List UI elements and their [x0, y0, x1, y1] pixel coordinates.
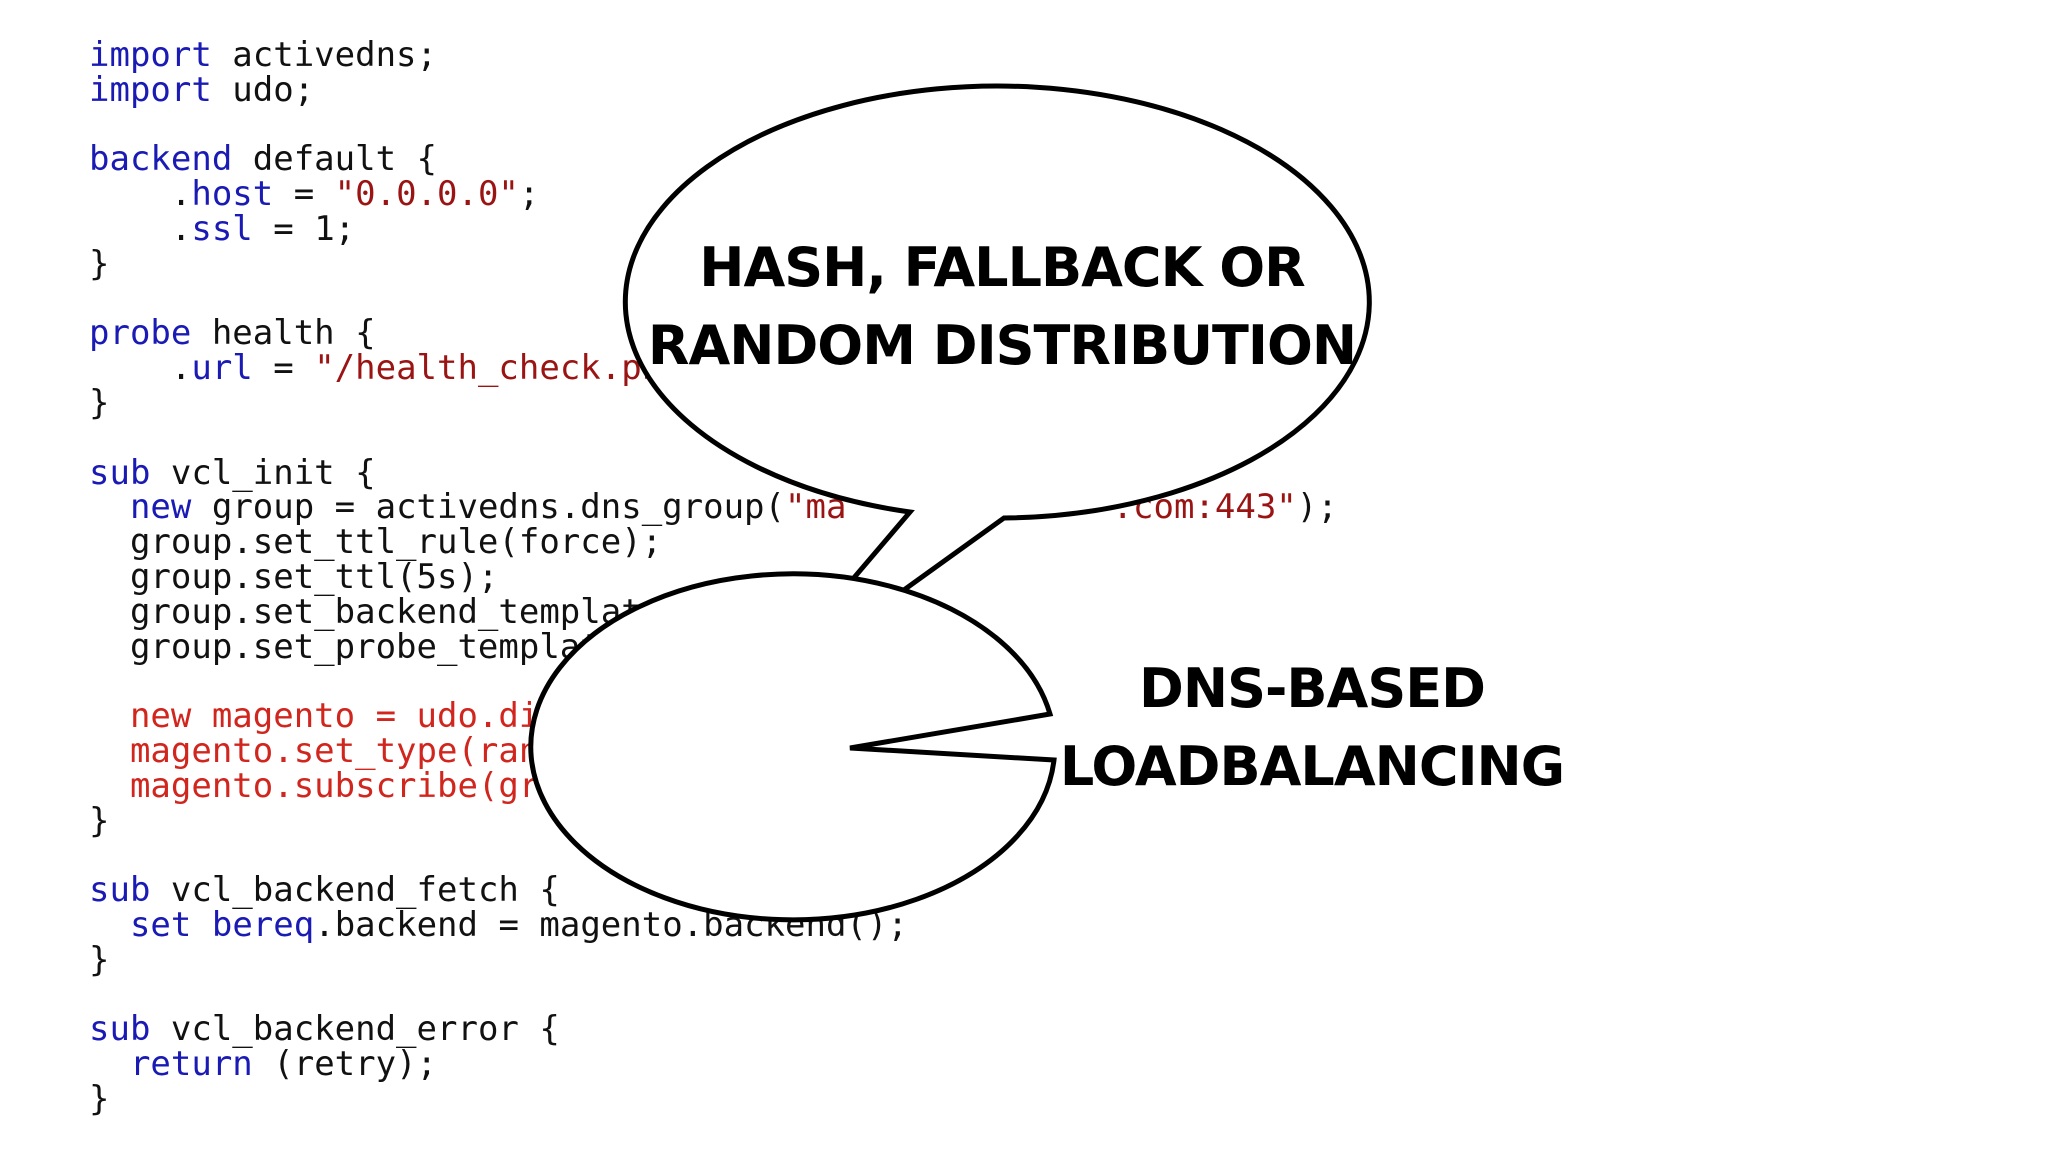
code-keyword: sub: [89, 452, 151, 493]
code-text: .: [89, 348, 192, 389]
code-line: return (retry);: [89, 1047, 1338, 1082]
code-keyword: new: [129, 487, 192, 528]
code-line: new group = activedns.dns_group("ma .com…: [89, 490, 1338, 525]
code-text: health {: [191, 313, 376, 354]
code-text: }: [89, 1078, 110, 1119]
code-line: }: [89, 1082, 1338, 1117]
code-keyword: host: [191, 174, 274, 215]
code-line: sub vcl_backend_error {: [89, 1012, 1338, 1047]
code-line: }: [89, 386, 1338, 421]
code-keyword: return: [129, 1044, 253, 1085]
speech-bubble-top-shape: [622, 83, 1372, 705]
code-keyword: import: [89, 69, 212, 110]
speech-bubble-top-line2: RANDOM DISTRIBUTION: [648, 314, 1356, 377]
code-line: }: [89, 800, 1338, 841]
code-keyword: set: [129, 904, 192, 945]
code-line: probe health {: [89, 316, 1338, 351]
code-line: .host = "0.0.0.0";: [89, 177, 1338, 212]
code-line: .url = "/health_check.ph: [89, 351, 1338, 386]
code-text: =: [273, 174, 335, 215]
code-keyword: ssl: [191, 208, 253, 249]
code-text: .: [89, 174, 192, 215]
code-line: group.set_ttl(5s);: [89, 560, 1338, 595]
code-text: group.set_ttl(5s);: [89, 556, 499, 597]
code-text: udo;: [211, 69, 315, 110]
code-line: group.set_ttl_rule(force);: [89, 525, 1338, 560]
code-text: .: [89, 208, 192, 249]
code-keyword: bereq: [211, 904, 315, 945]
code-text: (retry);: [252, 1044, 438, 1085]
code-keyword: sub: [89, 870, 151, 911]
code-line: backend default {: [89, 142, 1338, 177]
code-text: }: [89, 243, 110, 284]
code-text: = 1;: [252, 208, 356, 249]
code-keyword: import: [89, 35, 212, 75]
speech-bubble-top: HASH, FALLBACK OR RANDOM DISTRIBUTION: [622, 83, 1372, 705]
code-text: vcl_backend_fetch {: [150, 870, 560, 911]
code-text: =: [252, 348, 315, 389]
code-text: vcl_init {: [150, 452, 376, 493]
code-text: group.set_ttl_rule(force);: [89, 522, 663, 563]
code-keyword: probe: [89, 313, 192, 354]
code-line: import activedns;: [89, 38, 1338, 73]
code-keyword: url: [191, 348, 253, 389]
code-text: );: [1296, 487, 1338, 528]
code-line: sub vcl_backend_fetch {: [89, 873, 1338, 908]
code-line: .ssl = 1;: [89, 212, 1338, 247]
code-line: import udo;: [89, 69, 1338, 110]
speech-bubble-right: DNS-BASED LOADBALANCING: [528, 571, 1565, 923]
code-keyword: sub: [89, 1009, 151, 1050]
speech-bubble-right-shape: [528, 571, 1057, 923]
code-line: sub vcl_init {: [89, 452, 1338, 493]
code-text: default {: [232, 139, 437, 180]
code-string: "0.0.0.0": [334, 174, 519, 215]
speech-bubble-top-line1: HASH, FALLBACK OR: [699, 236, 1305, 299]
code-text: activedns;: [211, 35, 437, 75]
code-keyword: backend: [89, 139, 233, 180]
code-text: }: [89, 382, 110, 423]
code-text: ;: [518, 174, 540, 215]
code-text: }: [89, 800, 110, 841]
speech-bubble-right-line1: DNS-BASED: [1139, 657, 1485, 720]
code-text: vcl_backend_error {: [150, 1009, 560, 1050]
speech-bubble-right-line2: LOADBALANCING: [1060, 735, 1564, 798]
code-text: group = activedns.dns_group(: [191, 487, 785, 528]
code-text: }: [89, 939, 110, 980]
code-line: }: [89, 939, 1338, 980]
code-string: "/health_check.ph: [314, 348, 663, 389]
code-line: }: [89, 243, 1338, 284]
